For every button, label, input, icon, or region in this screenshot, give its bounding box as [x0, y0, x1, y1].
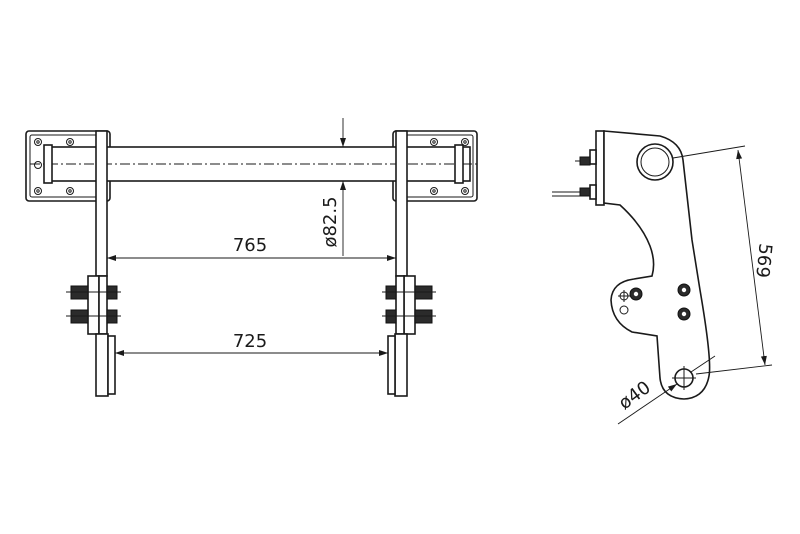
front-view: 765 725 ø82.5 [25, 118, 480, 397]
side-arm-body [603, 130, 711, 400]
side-tube-section [636, 143, 674, 181]
dimension-label-tube-diameter: ø82.5 [320, 196, 341, 247]
right-vertical-arm [387, 130, 416, 397]
side-view: 569 ø40 [552, 130, 776, 425]
side-pivot-hole [672, 366, 696, 390]
side-mounting-plate [552, 130, 605, 206]
left-bolts [66, 285, 121, 324]
dimension-label-725: 725 [233, 331, 267, 352]
side-plate-bolts [618, 283, 691, 321]
dimension-label-hole-diameter: ø40 [615, 377, 655, 414]
dimension-label-569: 569 [751, 242, 775, 278]
dimension-label-765: 765 [233, 235, 267, 256]
dimension-569 [672, 145, 773, 375]
left-vertical-arm [87, 130, 116, 397]
right-bolts [382, 285, 436, 324]
dimension-hole-diameter [617, 355, 716, 425]
